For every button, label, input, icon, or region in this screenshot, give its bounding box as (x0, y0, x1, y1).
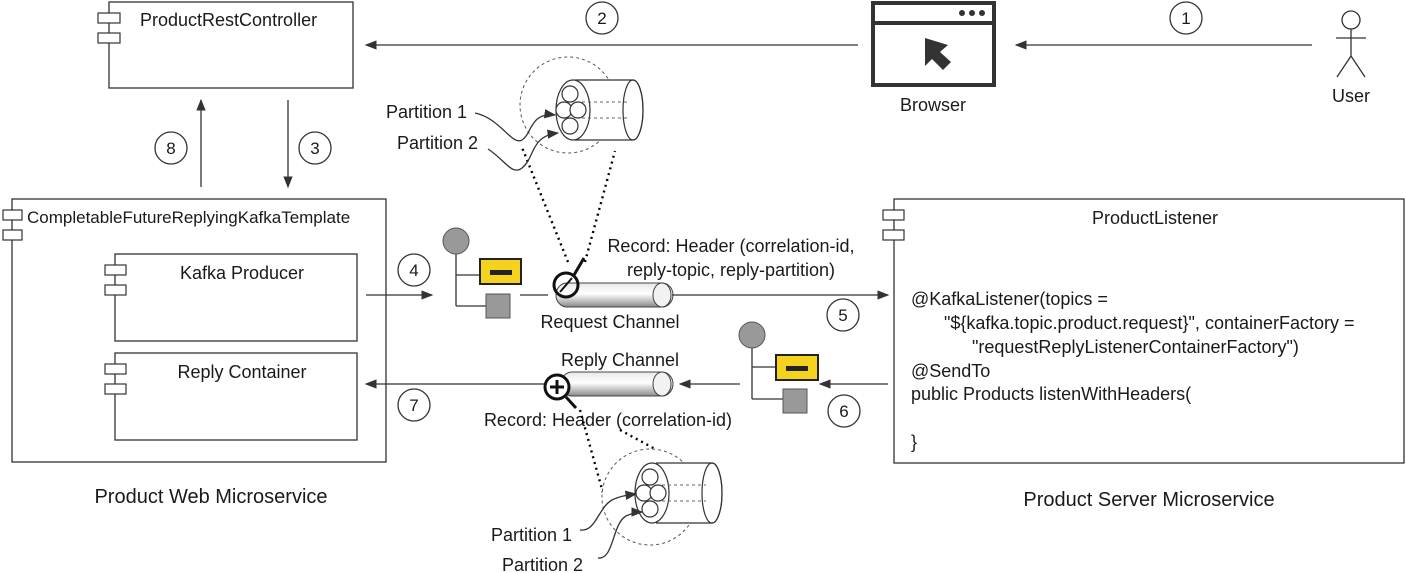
request-magnifier-icon (552, 257, 586, 299)
component-icon (104, 284, 127, 296)
reply-partition-zoom (578, 409, 723, 559)
reply-magnifier-icon (543, 373, 578, 410)
request-partition-2-label: Partition 2 (397, 133, 478, 153)
request-message-icon (442, 227, 522, 319)
component-icon (104, 383, 127, 395)
component-icon (2, 209, 23, 221)
svg-text:6: 6 (839, 402, 848, 421)
server-microservice-label: Product Server Microservice (1023, 489, 1274, 511)
browser-icon (871, 1, 996, 87)
reply-partition-2-label: Partition 2 (502, 555, 583, 573)
component-icon (97, 12, 121, 24)
code-line: "requestReplyListenerContainerFactory") (972, 337, 1299, 357)
step-6: 6 (827, 394, 861, 428)
web-microservice-label: Product Web Microservice (94, 486, 327, 508)
code-line: @SendTo (911, 361, 990, 381)
product-listener: ProductListener @KafkaListener(topics = … (882, 198, 1405, 464)
reply-channel (560, 371, 674, 397)
step-2: 2 (585, 1, 619, 35)
request-record-header-2: reply-topic, reply-partition) (627, 260, 835, 280)
kafka-producer-label: Kafka Producer (180, 263, 304, 283)
request-partition-zoom (474, 56, 644, 263)
component-icon (97, 32, 121, 44)
request-channel-label: Request Channel (540, 312, 679, 332)
svg-text:1: 1 (1181, 9, 1190, 28)
user-label: User (1332, 86, 1370, 106)
request-channel (555, 282, 674, 308)
step-3: 3 (298, 131, 332, 165)
component-icon (104, 264, 127, 276)
browser-label: Browser (900, 95, 966, 115)
svg-text:7: 7 (409, 396, 418, 415)
rest-controller-label: ProductRestController (140, 10, 317, 30)
code-line: "${kafka.topic.product.request}", contai… (944, 313, 1355, 333)
product-rest-controller: ProductRestController (97, 1, 354, 89)
reply-channel-label: Reply Channel (561, 350, 679, 370)
reply-message-icon (738, 321, 819, 414)
component-icon (2, 229, 23, 241)
component-icon (104, 363, 127, 375)
svg-text:3: 3 (310, 139, 319, 158)
component-icon (882, 209, 905, 221)
code-line: } (911, 432, 917, 452)
svg-text:8: 8 (166, 139, 175, 158)
reply-container: Reply Container (104, 352, 358, 441)
user-icon (1336, 10, 1366, 78)
reply-container-label: Reply Container (177, 362, 306, 382)
kafka-producer: Kafka Producer (104, 253, 358, 342)
step-4: 4 (397, 253, 431, 287)
code-line: @KafkaListener(topics = (911, 289, 1108, 309)
step-8: 8 (154, 131, 188, 165)
step-5: 5 (826, 298, 860, 332)
svg-text:2: 2 (597, 9, 606, 28)
reply-record-header: Record: Header (correlation-id) (484, 410, 732, 430)
component-icon (882, 229, 905, 241)
code-line: public Products listenWithHeaders( (911, 384, 1191, 404)
svg-text:5: 5 (838, 306, 847, 325)
step-7: 7 (397, 388, 431, 422)
template-label: CompletableFutureReplyingKafkaTemplate (27, 208, 350, 227)
request-record-header-1: Record: Header (correlation-id, (607, 236, 854, 256)
product-listener-label: ProductListener (1092, 208, 1218, 228)
svg-text:4: 4 (409, 261, 418, 280)
request-partition-1-label: Partition 1 (386, 102, 467, 122)
step-1: 1 (1169, 1, 1203, 35)
reply-partition-1-label: Partition 1 (491, 525, 572, 545)
